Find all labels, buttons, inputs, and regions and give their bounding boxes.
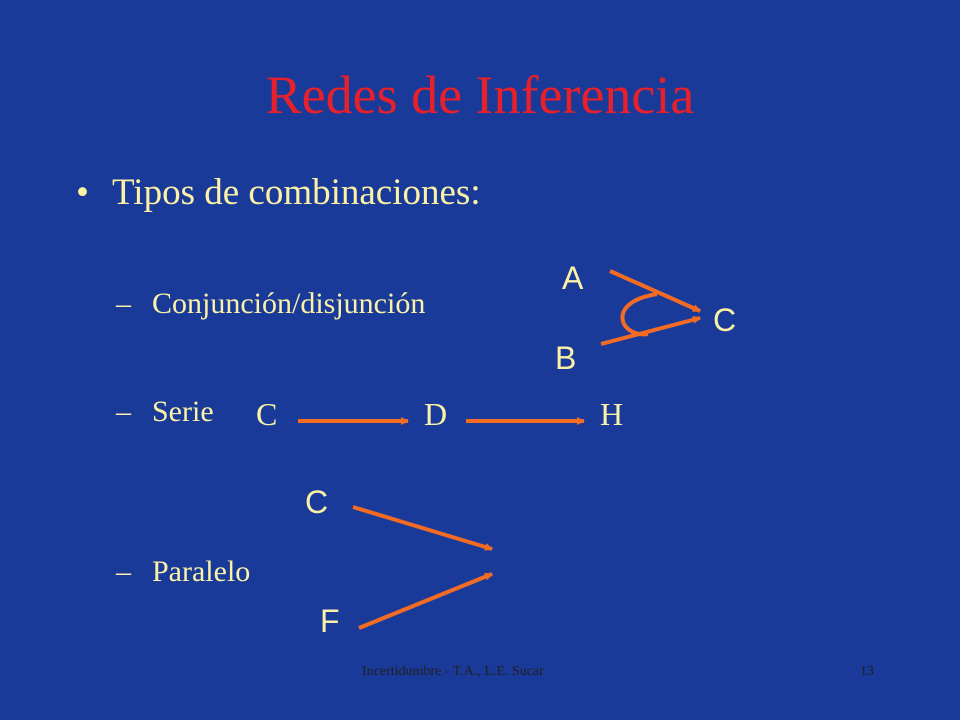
slide-title: Redes de Inferencia bbox=[265, 65, 695, 125]
node-c-serie: C bbox=[256, 396, 278, 432]
sub-item-paralelo: –Paralelo bbox=[116, 552, 250, 592]
sub-item-label: Paralelo bbox=[152, 555, 251, 588]
dash-marker: – bbox=[116, 555, 131, 588]
bullet-marker: • bbox=[76, 172, 89, 213]
bullet-text: Tipos de combinaciones: bbox=[112, 172, 481, 213]
arrow-a-to-c bbox=[609, 269, 701, 313]
node-d: D bbox=[424, 396, 448, 432]
sub-item-serie: –Serie bbox=[116, 392, 214, 432]
node-f: F bbox=[320, 603, 340, 639]
arrow-b-to-c bbox=[600, 315, 701, 346]
node-c-conjuncion: C bbox=[713, 302, 737, 338]
sub-item-label: Serie bbox=[152, 395, 214, 428]
footer-page-number: 13 bbox=[860, 664, 874, 679]
node-b: B bbox=[555, 340, 577, 376]
arrow-f-to-target bbox=[358, 572, 493, 630]
dash-marker: – bbox=[116, 287, 131, 320]
dash-marker: – bbox=[116, 395, 131, 428]
bullet-item: • Tipos de combinaciones: bbox=[76, 168, 481, 218]
conjunction-arc bbox=[620, 292, 658, 337]
footer-credit: Incertidumbre - T.A., L.E. Sucar bbox=[362, 664, 544, 679]
sub-item-conjuncion: –Conjunción/disjunción bbox=[116, 284, 425, 324]
node-h: H bbox=[600, 396, 624, 432]
node-a: A bbox=[562, 260, 584, 296]
arrow-c-to-target bbox=[352, 505, 493, 551]
sub-item-label: Conjunción/disjunción bbox=[152, 287, 426, 320]
node-c-paralelo: C bbox=[305, 484, 329, 520]
